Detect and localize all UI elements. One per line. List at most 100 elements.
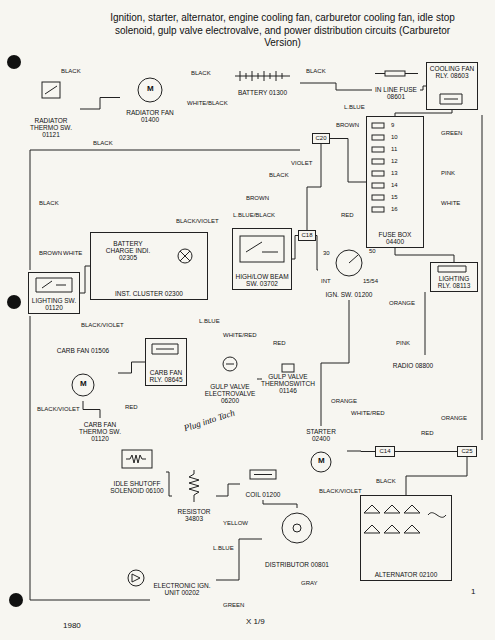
component-box: GULP VALVE ELECTROVALVE 06200 [203, 352, 257, 406]
circuit-label: BLACK [268, 172, 290, 179]
circuit-label: 15/54 [362, 278, 379, 285]
circuit-label: BLACK/VIOLET [318, 488, 363, 495]
component-box: COOLING FAN RLY. 08603 [426, 62, 478, 110]
circuit-label: PINK [395, 340, 411, 347]
component-label: C25 [461, 448, 472, 455]
circuit-label: 14 [390, 182, 399, 189]
circuit-label: YELLOW [222, 520, 249, 527]
handwritten-note: Plug into Tach [182, 408, 237, 434]
component-box: BATTERY 01300 [225, 68, 300, 98]
circuit-label: BLACK/VIOLET [175, 218, 220, 225]
component-label: DISTRIBUTOR 00801 [265, 561, 329, 568]
component-label: IGN. SW. 01200 [326, 291, 373, 298]
wire [300, 83, 372, 90]
circuit-label: BLACK/VIOLET [80, 322, 125, 329]
circuit-label: M [146, 85, 155, 94]
component-label: ALTERNATOR 02100 [375, 571, 438, 578]
circuit-label: WHITE/RED [350, 410, 386, 417]
wire [406, 457, 467, 495]
component-box: CARB FAN RLY. 08645 [145, 338, 187, 386]
circuit-label: 11 [390, 146, 398, 153]
circuit-label: L.BLUE [198, 318, 221, 325]
component-box: ELECTRONIC IGN. UNIT 00202 [148, 562, 216, 598]
component-box: GULP VALVE THERMOSWITCH 01146 [262, 362, 314, 396]
connector-box: C14 [375, 446, 395, 457]
component-label: COIL 01200 [246, 491, 281, 498]
component-label: LIGHTING RLY. 08113 [433, 275, 475, 289]
component-label: RADIATOR THERMO SW. 01121 [24, 117, 78, 138]
circuit-label: 15 [390, 194, 399, 201]
wire [257, 379, 262, 380]
circuit-label: 12 [390, 158, 399, 165]
component-label: INST. CLUSTER 02300 [115, 290, 183, 297]
circuit-label: WHITE/BLACK [186, 100, 229, 107]
component-box: BATTERY CHARGE INDI. 02305 [97, 238, 159, 264]
wire [330, 139, 366, 183]
wire [307, 144, 321, 230]
circuit-label: VIOLET [290, 160, 313, 167]
circuit-label: BLACK [190, 70, 212, 77]
component-label: COOLING FAN RLY. 08603 [429, 65, 475, 79]
page-mark: X 1/9 [245, 618, 266, 627]
component-label: GULP VALVE ELECTROVALVE 06200 [205, 383, 256, 404]
wire [347, 451, 375, 453]
component-box: CARB FAN THERMO SW. 01120 [68, 418, 132, 444]
component-label: FUSE BOX 04400 [369, 231, 421, 245]
circuit-label: WHITE/RED [222, 332, 258, 339]
wire [395, 248, 454, 262]
component-label: BATTERY 01300 [238, 89, 287, 96]
component-label: HIGH/LOW BEAM SW. 03702 [235, 273, 289, 287]
wire [80, 98, 120, 110]
component-label: GULP VALVE THERMOSWITCH 01146 [261, 373, 315, 394]
circuit-label: 13 [390, 170, 399, 177]
circuit-label: M [317, 457, 326, 466]
circuit-label: ORANGE [440, 415, 468, 422]
component-label: LIGHTING SW. 01120 [31, 297, 77, 311]
component-label: STARTER 02400 [297, 428, 345, 442]
component-label: CARB FAN THERMO SW. 01120 [70, 421, 130, 442]
component-box: DISTRIBUTOR 00801 [262, 508, 332, 570]
circuit-label: ORANGE [388, 300, 416, 307]
component-label: RADIATOR FAN 01400 [122, 109, 178, 123]
wire [316, 236, 318, 271]
circuit-label: BROWN [38, 250, 63, 257]
wire [321, 300, 349, 426]
component-box: COIL 01200 [240, 468, 286, 500]
circuit-label: BROWN [245, 195, 270, 202]
circuit-label: GREEN [222, 602, 245, 609]
diagram-title: Ignition, starter, alternator, engine co… [110, 12, 455, 50]
circuit-label: GRAY [300, 580, 319, 587]
component-label: RESISTOR 34803 [174, 508, 214, 522]
wire [395, 451, 457, 452]
page-mark: 1 [470, 588, 476, 597]
circuit-label: 16 [390, 206, 399, 213]
circuit-label: RED [340, 212, 355, 219]
component-box: HIGH/LOW BEAM SW. 03702 [232, 228, 292, 290]
wire [80, 266, 90, 293]
component-label: ELECTRONIC IGN. UNIT 00202 [150, 582, 214, 596]
component-box: RADIO 08800 [388, 355, 438, 377]
circuit-label: RED [124, 404, 139, 411]
component-box: STARTER 02400 [295, 426, 347, 476]
component-label: BATTERY CHARGE INDI. 02305 [99, 240, 157, 261]
circuit-label: BLACK [60, 68, 82, 75]
wire [263, 500, 297, 508]
circuit-label: 10 [390, 134, 399, 141]
connector-box: C20 [312, 133, 330, 144]
component-label: CARB FAN 01506 [57, 347, 109, 354]
circuit-label: INT [320, 278, 332, 285]
circuit-label: BLACK/VIOLET [36, 406, 81, 413]
component-box: INST. CLUSTER 02300 BATTERY CHARGE INDI. … [90, 232, 208, 300]
circuit-label: M [79, 380, 88, 389]
circuit-label: L.BLUE [343, 104, 366, 111]
circuit-label: WHITE [62, 250, 83, 257]
component-label: C18 [301, 232, 312, 239]
wire [216, 484, 240, 496]
circuit-label: ORANGE [330, 398, 358, 405]
component-label: IDLE SHUTOFF SOLENOID 06100 [110, 480, 164, 494]
circuit-label: 9 [390, 122, 395, 129]
circuit-label: PINK [440, 170, 456, 177]
component-box: LIGHTING RLY. 08113 [430, 262, 478, 292]
